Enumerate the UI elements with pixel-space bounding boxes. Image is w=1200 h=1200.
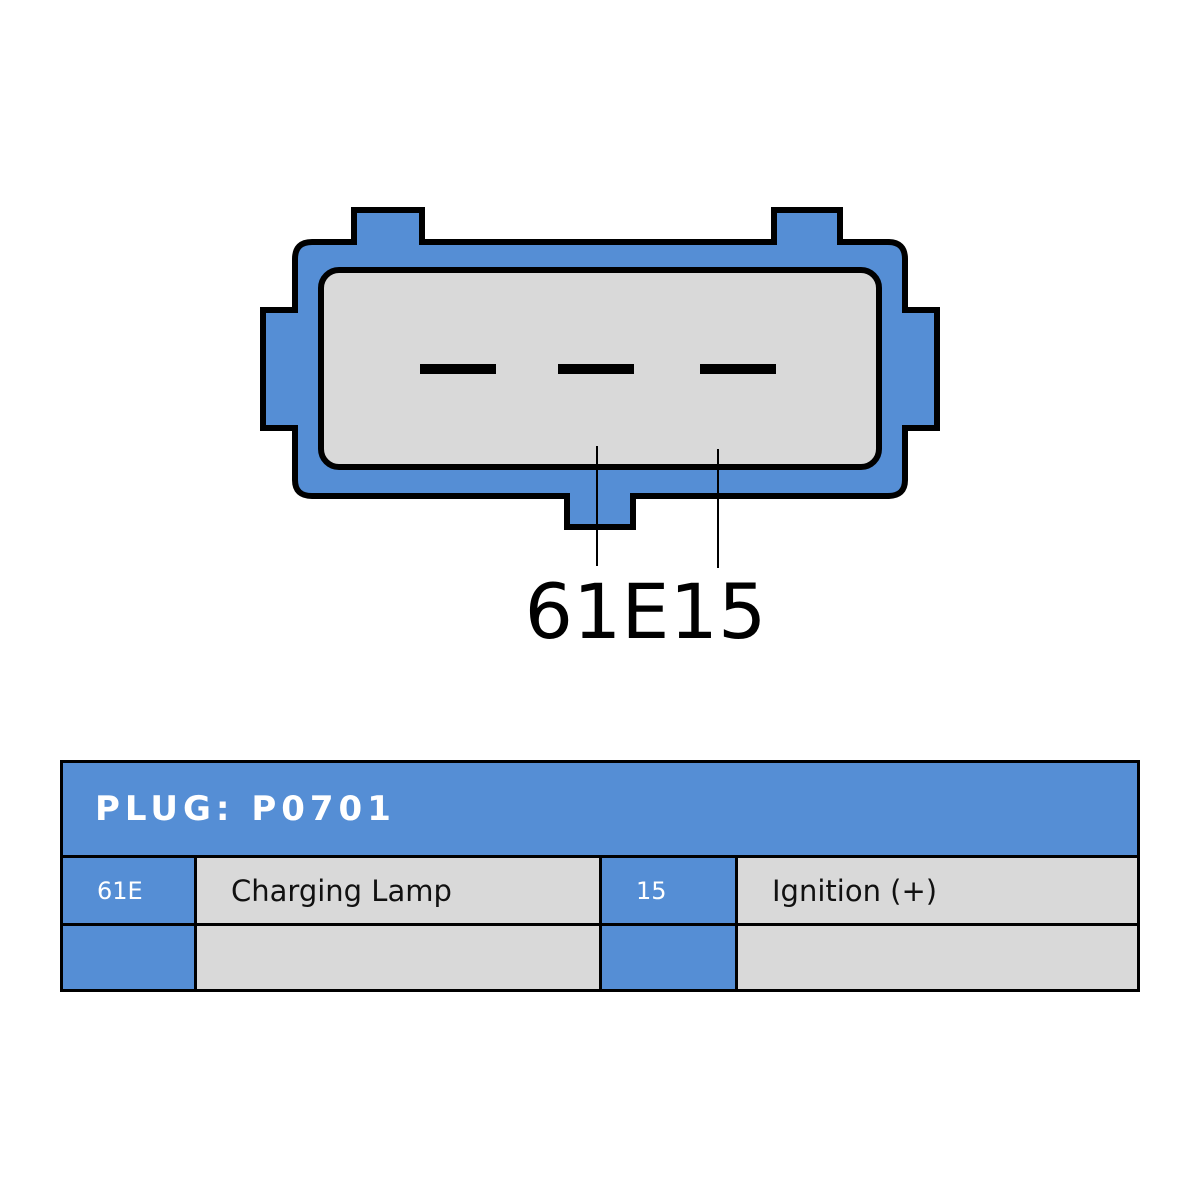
function-cell: Charging Lamp xyxy=(197,858,599,923)
pin-cell xyxy=(602,926,735,989)
pin-cell: 61E xyxy=(63,858,194,923)
pin-label-61e: 61E xyxy=(525,567,670,656)
pin-label-15: 15 xyxy=(670,567,767,656)
pin-table: PLUG: P0701 61E Charging Lamp 15 Ignitio… xyxy=(60,760,1140,992)
pin-cell xyxy=(63,926,194,989)
pin-cell: 15 xyxy=(602,858,735,923)
plug-header: PLUG: P0701 xyxy=(63,763,1137,855)
connector-diagram: 61E 15 xyxy=(260,207,940,656)
function-cell: Ignition (+) xyxy=(738,858,1137,923)
function-cell xyxy=(197,926,599,989)
function-cell xyxy=(738,926,1137,989)
